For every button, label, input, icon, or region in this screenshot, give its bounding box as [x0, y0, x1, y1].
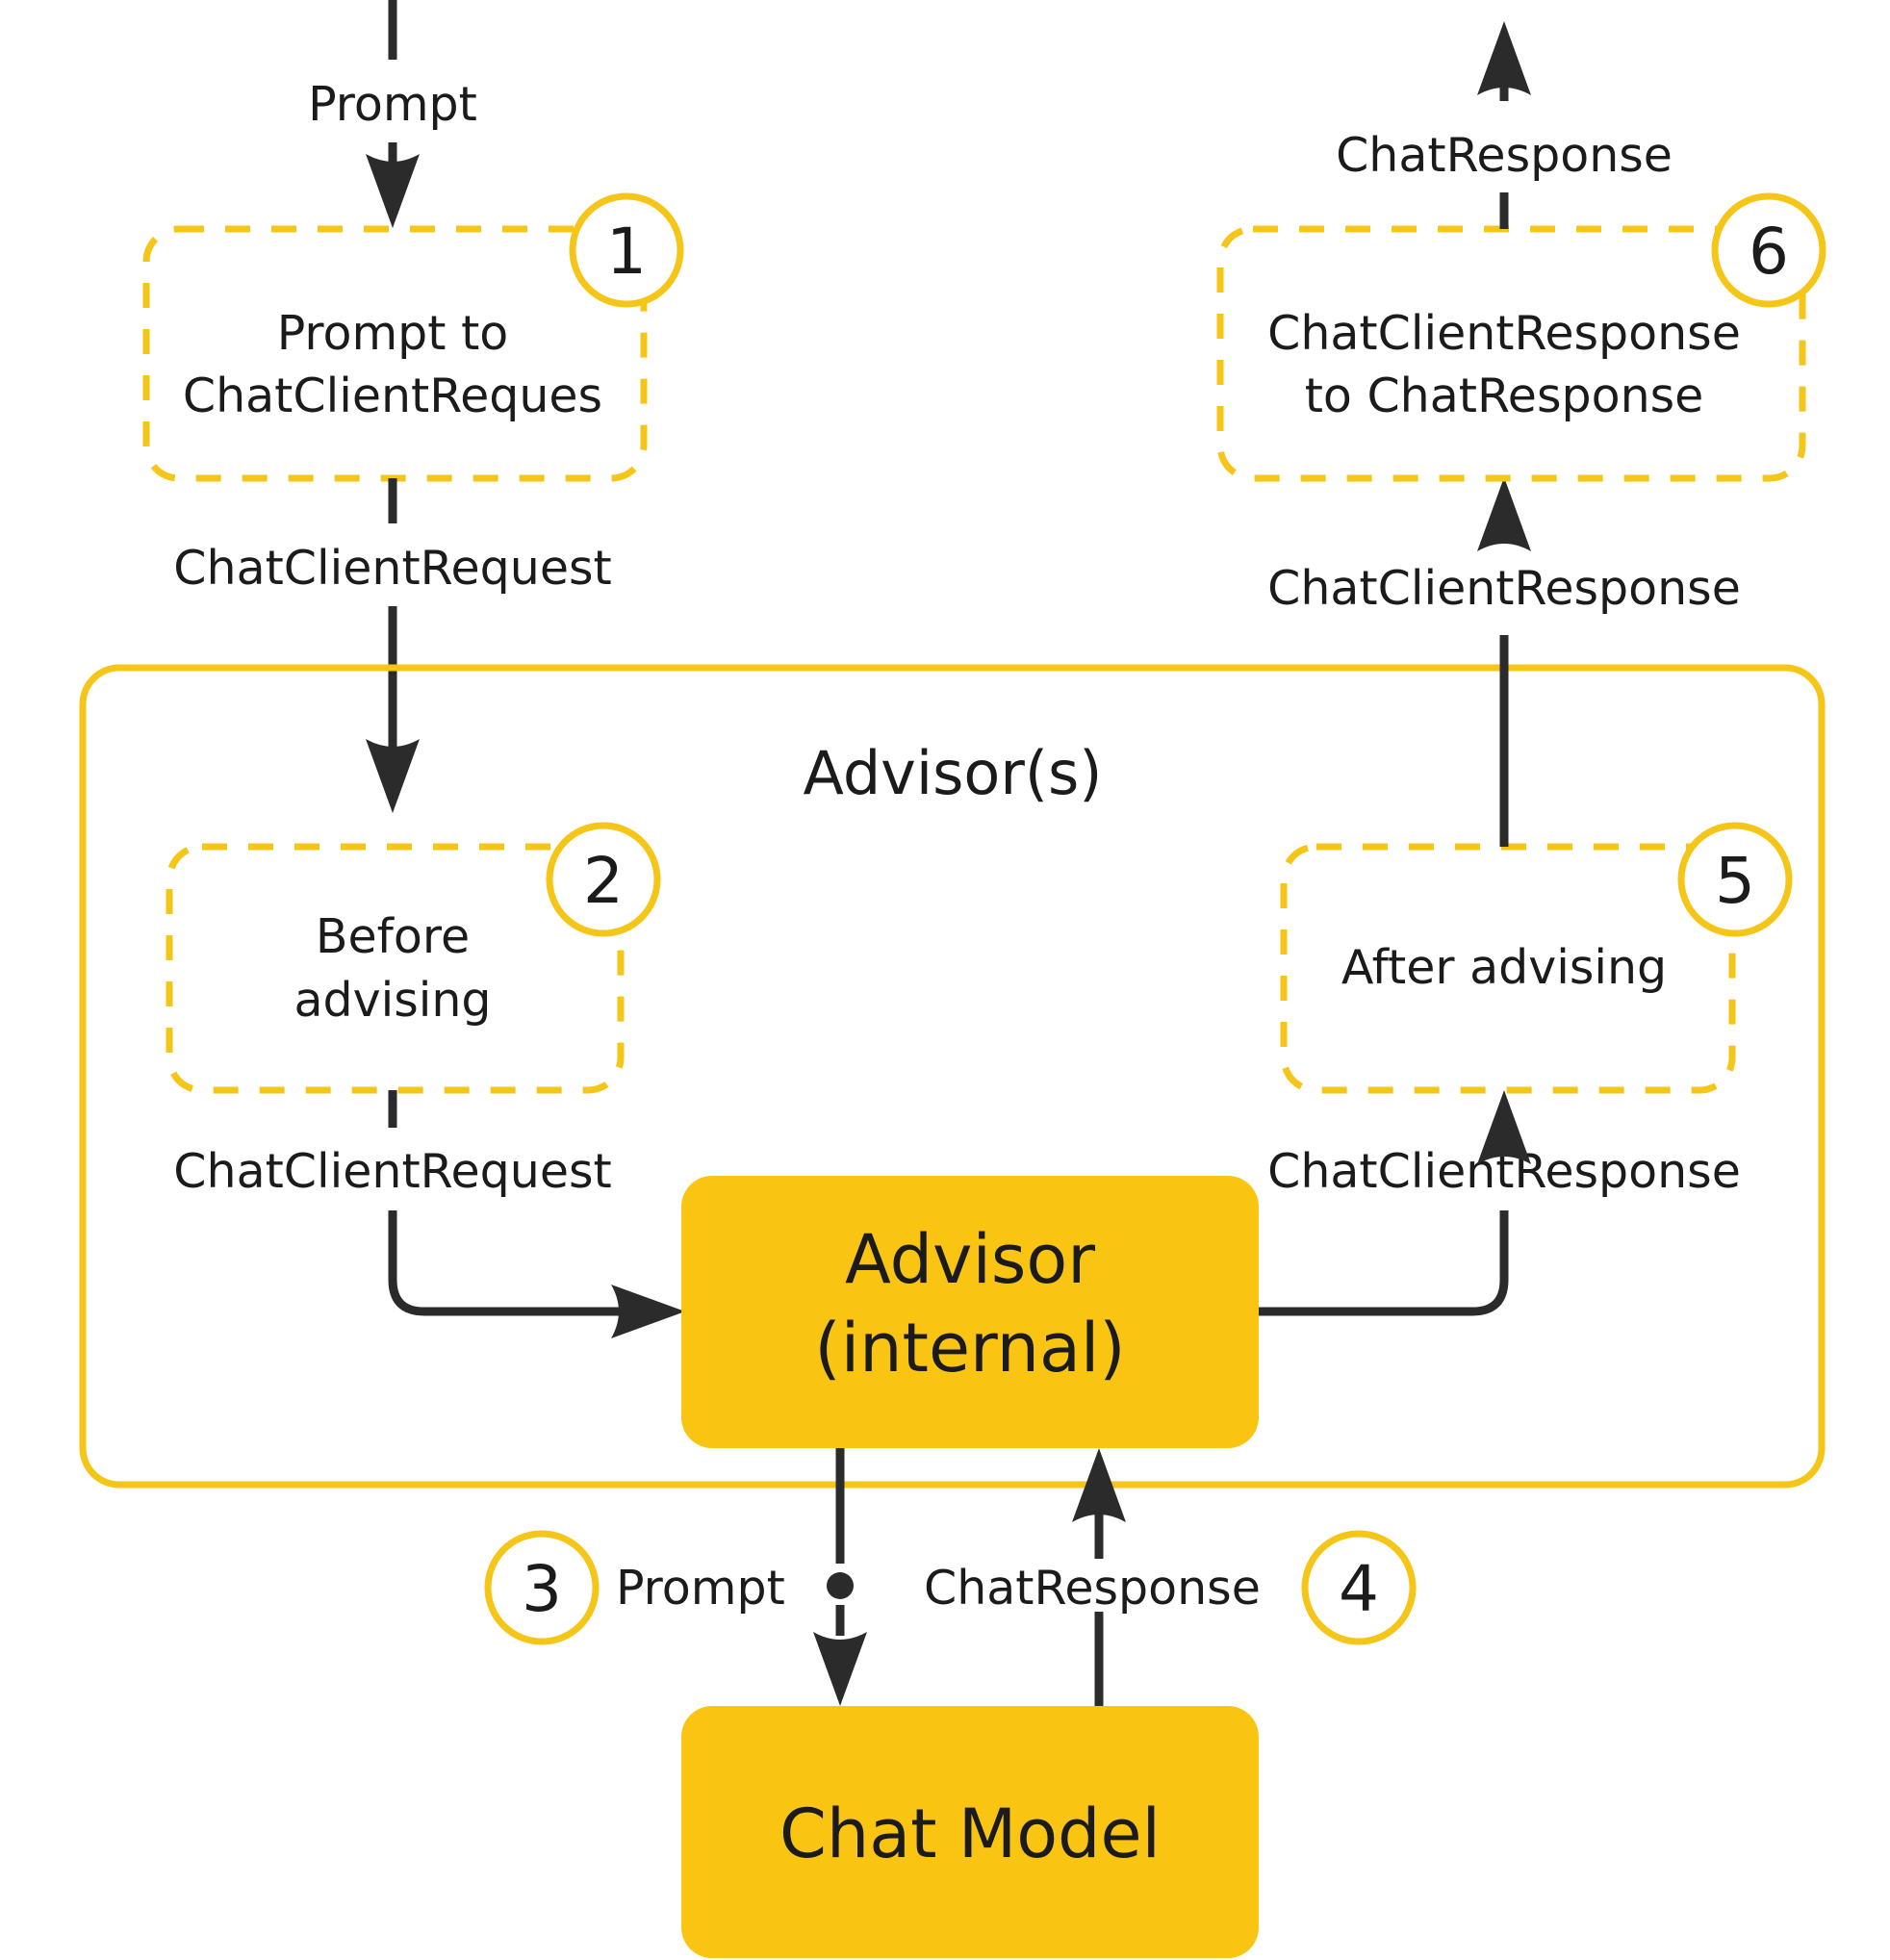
step-3-badge-circle [484, 1530, 600, 1645]
chat-model-rect [681, 1706, 1259, 1958]
step-6-badge: 6 [1711, 192, 1826, 308]
step-5-label-line1: After advising [1341, 940, 1667, 995]
edge-label-chatclientresponse-1: ChatClientResponse [1267, 561, 1741, 616]
edge-label-chatclientrequest-1: ChatClientRequest [173, 541, 611, 596]
chat-model-label: Chat Model [779, 1795, 1161, 1873]
step-4-badge: 4 [1301, 1530, 1417, 1645]
step-2-label-line1: Before [316, 909, 470, 964]
cclr2-elbow [1259, 1210, 1509, 1316]
edge-chatclientresponse-1: ChatClientResponse [1267, 477, 1741, 847]
step-4-badge-circle [1301, 1530, 1417, 1645]
edge-chatclientresponse-2: ChatClientResponse [1259, 1090, 1741, 1316]
step-6-badge-circle [1711, 192, 1826, 308]
node-advisor-internal[interactable]: Advisor (internal) [681, 1176, 1259, 1448]
node-chat-model[interactable]: Chat Model [681, 1706, 1259, 1958]
edge-label-chatresponse-from-model: ChatResponse [924, 1561, 1261, 1616]
ccr2-arrowhead [611, 1285, 685, 1338]
ccr1-arrowhead [366, 739, 420, 813]
step-5-badge-number: 5 [1715, 844, 1755, 918]
edge-chatclientrequest-2: ChatClientRequest [173, 1090, 685, 1338]
prompt-to-model-dot [827, 1572, 854, 1599]
step-2-label-line2: advising [294, 973, 491, 1028]
edge-chatresponse-out: ChatResponse [1336, 21, 1673, 229]
advisors-title: Advisor(s) [804, 738, 1103, 808]
advisor-internal-label-line1: Advisor [845, 1220, 1095, 1299]
step-6-box[interactable]: ChatClientResponse to ChatResponse [1216, 225, 1806, 482]
edge-label-prompt-to-model: Prompt [616, 1561, 785, 1616]
chatresponse-out-arrowhead [1477, 21, 1531, 95]
edge-chatresponse-from-model: ChatResponse [924, 1448, 1261, 1706]
edge-label-prompt-in: Prompt [308, 77, 477, 132]
step-1-badge-number: 1 [606, 215, 647, 289]
step-2-rect [166, 843, 625, 1094]
cclr2-arrowhead [1477, 1090, 1531, 1164]
step-1-badge: 1 [569, 192, 684, 308]
prompt-to-model-arrowhead [813, 1632, 867, 1706]
step-4-badge-number: 4 [1339, 1552, 1379, 1626]
step-2-box[interactable]: Before advising [166, 843, 625, 1094]
step-2-badge-number: 2 [583, 844, 624, 918]
step-6-badge-number: 6 [1749, 215, 1789, 289]
ccr2-elbow [388, 1210, 630, 1316]
advisors-container [79, 664, 1826, 1489]
step-2-badge: 2 [546, 822, 661, 937]
step-5-box[interactable]: After advising [1280, 843, 1736, 1094]
step-6-label-line1: ChatClientResponse [1267, 306, 1741, 361]
edge-label-chatresponse-out: ChatResponse [1336, 128, 1673, 183]
step-1-label-line1: Prompt to [277, 306, 509, 361]
step-3-badge-number: 3 [522, 1552, 562, 1626]
step-5-badge: 5 [1677, 822, 1793, 937]
step-2-badge-circle [546, 822, 661, 937]
step-1-badge-circle [569, 192, 684, 308]
step-3-badge: 3 [484, 1530, 600, 1645]
edge-prompt-in: Prompt [308, 0, 477, 228]
step-5-badge-circle [1677, 822, 1793, 937]
edge-prompt-to-model: Prompt [616, 1448, 867, 1706]
cclr1-arrowhead [1477, 477, 1531, 551]
edge-label-chatclientrequest-2: ChatClientRequest [173, 1144, 611, 1199]
advisor-internal-label-line2: (internal) [814, 1309, 1125, 1387]
chatresponse-from-model-arrowhead [1072, 1448, 1126, 1522]
step-6-label-line2: to ChatResponse [1305, 369, 1704, 423]
step-1-label-line2: ChatClientReques [183, 369, 602, 423]
edge-chatclientrequest-1: ChatClientRequest [173, 478, 612, 813]
step-6-rect [1216, 225, 1806, 482]
advisor-internal-rect [681, 1176, 1259, 1448]
step-1-box[interactable]: Prompt to ChatClientReques [142, 225, 648, 482]
prompt-in-arrowhead [366, 154, 420, 228]
